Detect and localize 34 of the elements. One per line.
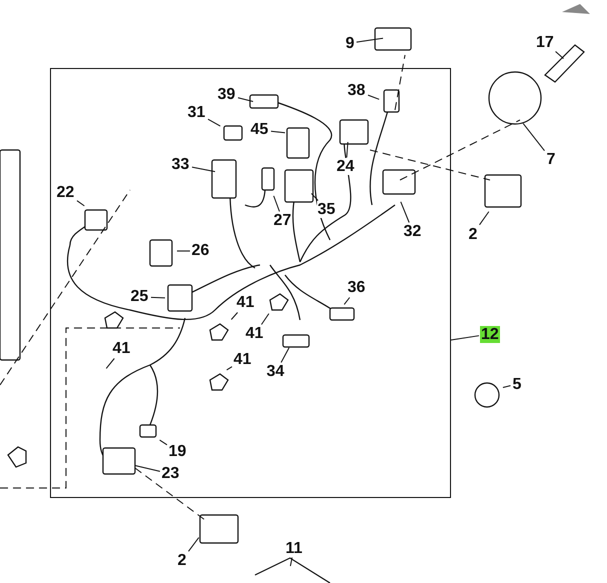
leader-line bbox=[76, 200, 85, 206]
leader-line bbox=[368, 94, 380, 100]
leader-line bbox=[344, 297, 350, 305]
leader-line bbox=[273, 195, 280, 212]
leader-line bbox=[400, 201, 410, 223]
leader-line bbox=[479, 211, 490, 226]
leader-line bbox=[280, 347, 290, 363]
callout-number: 9 bbox=[344, 34, 356, 52]
leader-line bbox=[290, 557, 293, 567]
leader-line bbox=[310, 192, 319, 201]
callout-number: 12 bbox=[480, 326, 500, 342]
callout-number: 5 bbox=[512, 376, 522, 392]
leader-line bbox=[502, 385, 511, 388]
callout-number: 35 bbox=[316, 201, 336, 218]
leader-line bbox=[188, 537, 200, 552]
leader-line bbox=[450, 335, 480, 340]
leader-line bbox=[192, 166, 216, 172]
leader-line bbox=[176, 250, 190, 252]
leader-line bbox=[106, 358, 115, 369]
leader-line bbox=[159, 440, 168, 446]
leader-line bbox=[346, 142, 348, 158]
leader-line bbox=[522, 123, 545, 152]
leader-line bbox=[238, 97, 254, 102]
callout-number: 24 bbox=[336, 158, 356, 175]
leader-line bbox=[208, 118, 221, 127]
leader-line bbox=[226, 366, 232, 370]
leader-line bbox=[134, 464, 160, 472]
leader-line bbox=[270, 130, 286, 134]
leader-line bbox=[260, 313, 270, 325]
leader-line bbox=[150, 296, 166, 298]
leader-line bbox=[555, 51, 564, 60]
leader-line bbox=[230, 312, 238, 320]
leader-line bbox=[356, 38, 384, 43]
harness-kit-frame bbox=[50, 68, 451, 498]
